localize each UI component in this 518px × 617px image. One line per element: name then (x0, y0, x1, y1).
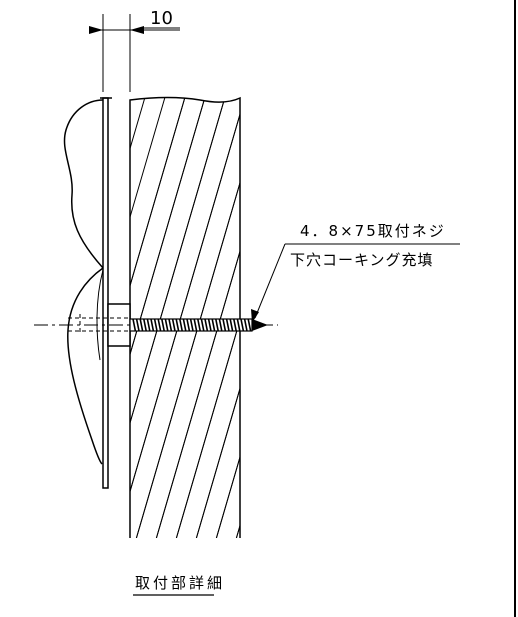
hatch-line (370, 80, 510, 560)
hatch-line (430, 80, 518, 560)
thread-line (225, 318, 230, 332)
hatch-line (290, 80, 430, 560)
hatch-line (450, 80, 518, 560)
thread-line (157, 318, 162, 332)
thread-line (164, 318, 169, 332)
thread-line (229, 318, 234, 332)
thread-line (182, 318, 187, 332)
hatch-line (250, 80, 390, 560)
thread-line (193, 318, 198, 332)
dimension-10 (89, 14, 180, 92)
fixture-inner-curve (96, 269, 104, 361)
thread-line (171, 318, 176, 332)
thread-line (139, 318, 144, 332)
caption-title: 取付部詳細 (135, 574, 225, 592)
thread-line (233, 318, 237, 332)
thread-line (200, 318, 205, 332)
callout-line-1: 4．8×75取付ネジ (300, 222, 446, 240)
thread-line (222, 318, 227, 332)
hatch-line (490, 80, 518, 560)
thread-line (186, 318, 191, 332)
hatch-line (270, 80, 410, 560)
thread-line (175, 318, 180, 332)
hatch-line (209, 97, 240, 538)
dimension-label: 10 (150, 8, 173, 29)
thread-line (215, 318, 219, 332)
thread-line (161, 318, 165, 332)
hatch-line (390, 80, 518, 560)
thread-line (135, 318, 140, 332)
hatch-line (189, 97, 240, 538)
hatch-line (250, 80, 390, 560)
hatch-line (330, 80, 470, 560)
hatch-line (310, 80, 450, 560)
thread-line (197, 318, 201, 332)
thread-line (243, 318, 248, 332)
thread-line (204, 318, 209, 332)
screw (129, 318, 268, 332)
thread-line (211, 318, 216, 332)
callout-leader (251, 243, 460, 323)
mounting-plate (102, 97, 109, 489)
hatch-line (310, 80, 450, 560)
hatch-line (490, 80, 518, 560)
thread-line (247, 318, 252, 332)
hatch-line (0, 80, 50, 560)
hatch-line (370, 80, 510, 560)
screw-tip (252, 319, 268, 331)
thread-line (240, 318, 245, 332)
hatch-line (470, 80, 518, 560)
wall-hatching (0, 80, 518, 560)
thread-line (132, 318, 137, 332)
thread-line (153, 318, 158, 332)
wall-outline (129, 96, 241, 538)
hatch-line (350, 80, 490, 560)
thread-line (189, 318, 194, 332)
thread-line (236, 318, 241, 332)
hatch-line (290, 80, 430, 560)
hatch-line (410, 80, 518, 560)
thread-line (143, 318, 147, 332)
hatch-line (130, 97, 191, 538)
hatch-line (330, 80, 470, 560)
thread-line (168, 318, 173, 332)
fixture-profile (63, 99, 104, 465)
wall-section (0, 80, 518, 560)
hatch-line (350, 80, 490, 560)
thread-line (150, 318, 155, 332)
thread-line (207, 318, 212, 332)
hatch-line (0, 80, 90, 560)
hatch-line (430, 80, 518, 560)
hatch-line (0, 80, 70, 560)
hatch-line (130, 97, 171, 538)
screw-threads (132, 318, 252, 332)
thread-line (179, 318, 183, 332)
thread-line (218, 318, 223, 332)
hatch-line (0, 80, 110, 560)
callout-line-2: 下穴コーキング充填 (290, 251, 434, 269)
thread-line (146, 318, 151, 332)
hatch-line (450, 80, 518, 560)
hatch-line (410, 80, 518, 560)
hatch-line (169, 97, 240, 538)
hatch-line (390, 80, 518, 560)
hatch-line (470, 80, 518, 560)
hatch-line (270, 80, 410, 560)
